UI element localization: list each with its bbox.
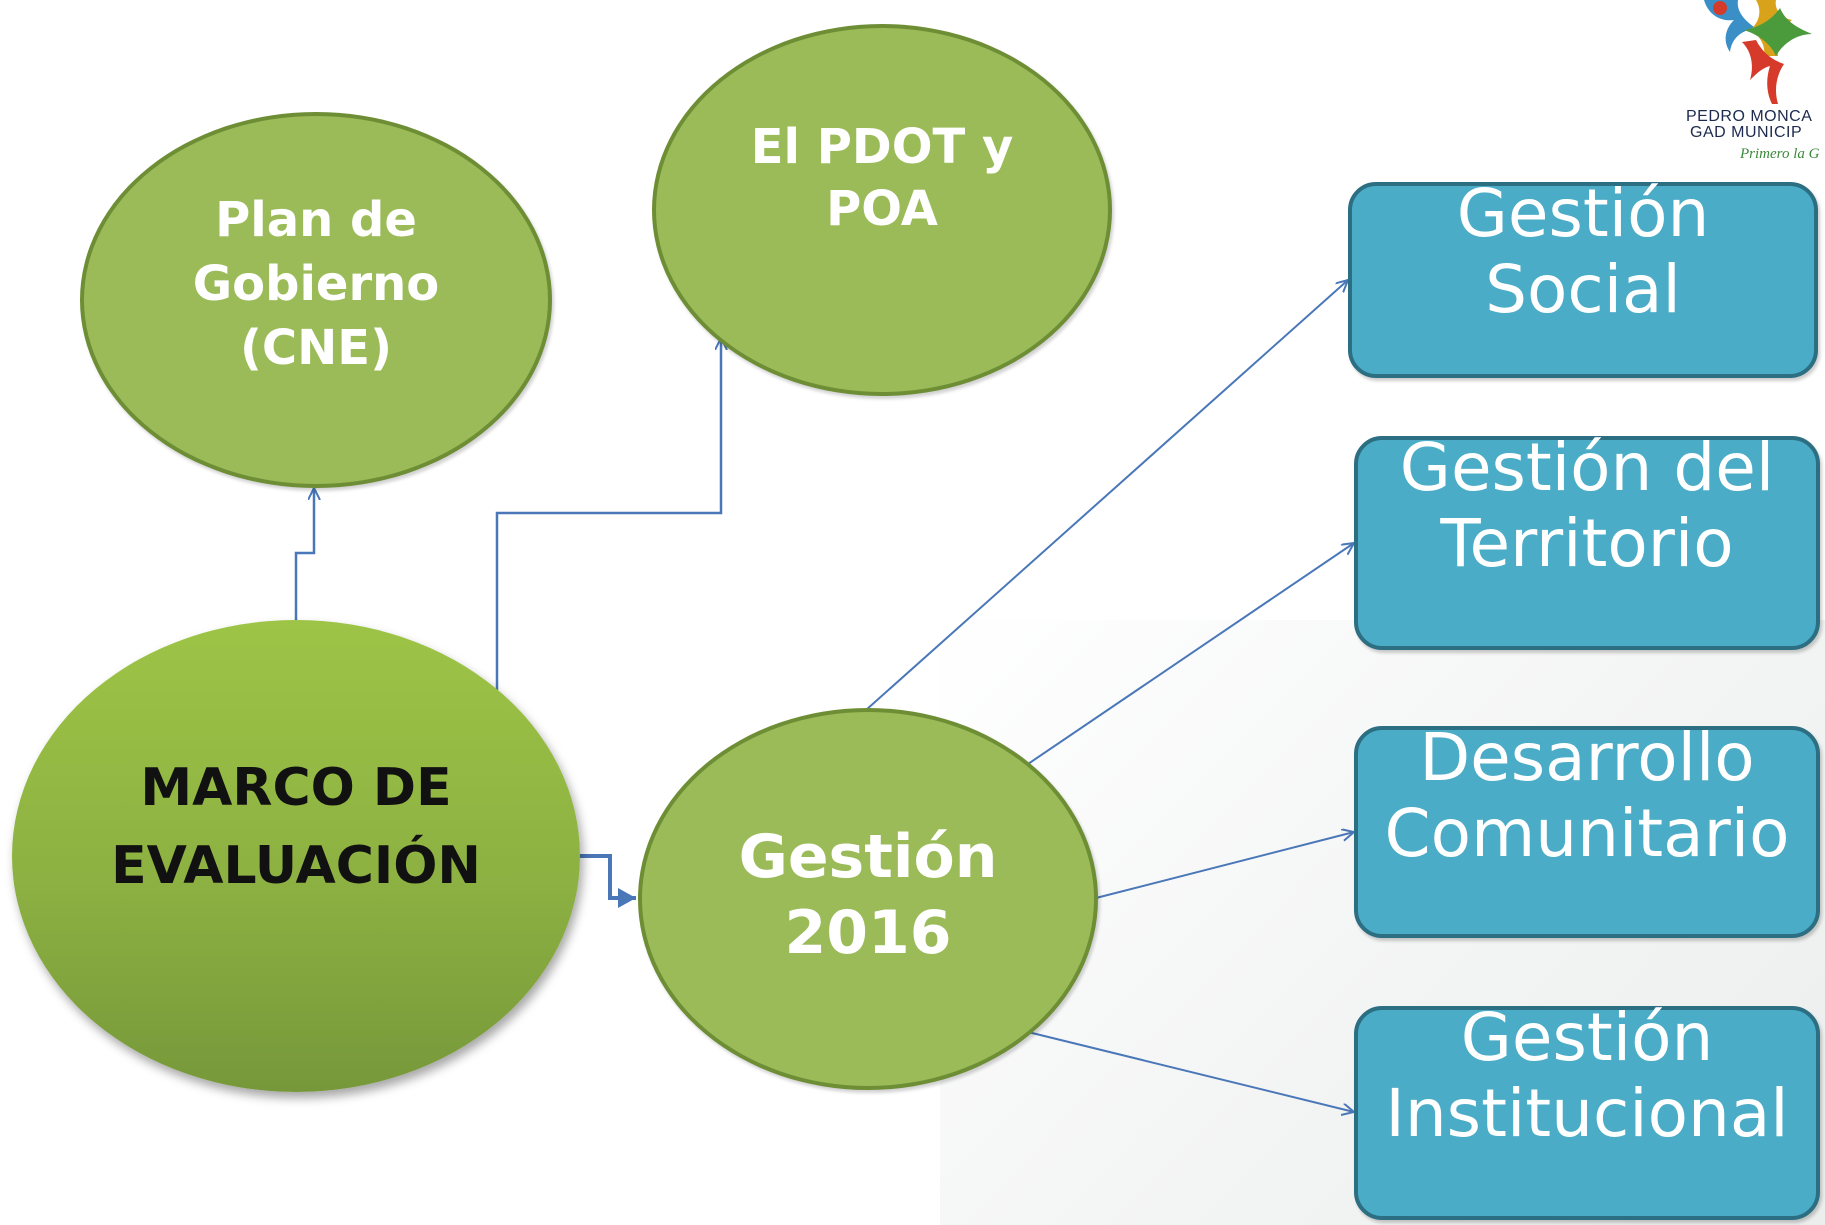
connector-to-territorio [1027, 543, 1354, 765]
connector-to-social [865, 280, 1348, 711]
node-gestion-2016: Gestión 2016 [638, 708, 1098, 1090]
box-gestion-institucional: Gestión Institucional [1354, 1000, 1820, 1220]
box-desarrollo-comunitario: Desarrollo Comunitario [1354, 720, 1820, 938]
logo-figure-icon [1704, 0, 1812, 104]
logo-text-line1: PEDRO MONCA [1686, 108, 1813, 125]
box-social-label: Gestión Social [1456, 175, 1710, 328]
box-gestion-territorio: Gestión del Territorio [1354, 430, 1820, 650]
box-desarrollo-label: Desarrollo Comunitario [1384, 719, 1790, 872]
connector-to-desarrollo [1095, 832, 1354, 899]
node-marco-de-evaluacion: MARCO DE EVALUACIÓN [12, 620, 580, 1092]
node-gestion-label: Gestión 2016 [738, 822, 998, 968]
connector-marco-to-plan [294, 488, 314, 620]
connector-marco-to-pdot [495, 338, 721, 690]
node-marco-label: MARCO DE EVALUACIÓN [111, 758, 481, 896]
municipality-logo: PEDRO MONCA GAD MUNICIP Primero la G [1686, 0, 1825, 176]
box-territorio-label: Gestión del Territorio [1399, 429, 1775, 582]
logo-text-line3: Primero la G [1740, 146, 1820, 162]
node-plan-label: Plan de Gobierno (CNE) [192, 192, 440, 376]
node-pdot-poa: El PDOT y POA [652, 24, 1112, 396]
connector-marco-to-gestion [580, 854, 636, 908]
node-pdot-label: El PDOT y POA [750, 119, 1014, 237]
logo-text-line2: GAD MUNICIP [1690, 124, 1803, 141]
box-gestion-social: Gestión Social [1348, 176, 1818, 378]
connector-to-institucional [1027, 1031, 1354, 1112]
node-plan-de-gobierno: Plan de Gobierno (CNE) [80, 112, 552, 488]
box-institucional-label: Gestión Institucional [1385, 999, 1789, 1152]
